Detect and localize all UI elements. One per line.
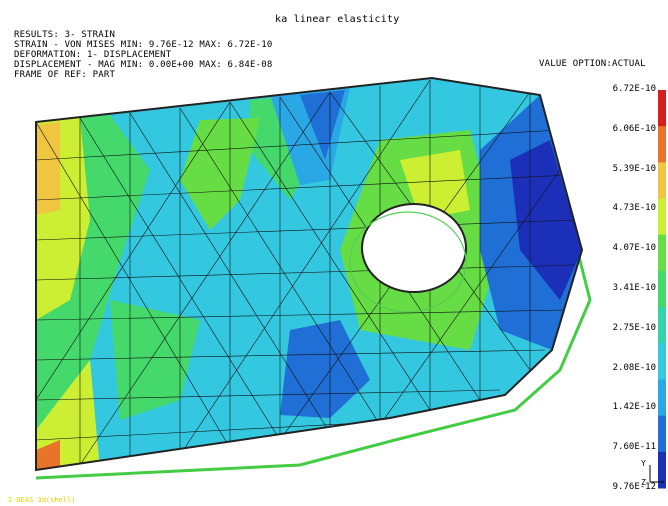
mesh-lines [36,79,576,466]
deformation-line: DEFORMATION: 1- DISPLACEMENT [14,50,172,60]
legend-color-segment [658,379,666,417]
legend-tick-label: 1.42E-10 [612,402,656,413]
footer-status: I-DEAS 3d(shell) [8,496,76,504]
legend-color-segment [658,198,666,236]
results-line: RESULTS: 3- STRAIN [14,30,116,40]
legend-color-segment [658,343,666,380]
legend-color-segment [658,451,666,489]
legend-tick-label: 9.76E-12 [612,482,656,492]
displacement-line: DISPLACEMENT - MAG MIN: 0.00E+00 MAX: 6.… [14,60,273,70]
legend-color-segment [658,162,666,200]
legend-tick-label: 5.39E-10 [612,163,656,174]
frame-of-ref-line: FRAME OF REF: PART [14,70,116,80]
legend-tick-label: 6.72E-10 [612,84,656,94]
hole [361,203,467,293]
part-outline [35,76,584,472]
legend-tick-label: 6.06E-10 [612,123,656,134]
triad-y-label: Y [641,459,646,468]
legend-tick-label: 4.07E-10 [612,243,656,254]
value-option-label: VALUE OPTION:ACTUAL [539,59,646,69]
legend-tick-label: 7.60E-11 [612,442,656,453]
legend-tick-label: 2.75E-10 [612,322,656,333]
legend-color-segment [658,415,666,453]
hole-deformed [349,211,467,313]
legend-tick-label: 4.73E-10 [612,203,656,214]
legend-color-segment [658,234,666,272]
legend-color-segment [658,270,666,308]
plot-title: ka linear elasticity [275,14,400,25]
legend-color-segment [658,307,666,344]
color-legend-bar [658,90,666,489]
coordinate-triad-icon [649,465,664,483]
legend-color-segment [658,126,666,163]
legend-tick-label: 2.08E-10 [612,362,656,373]
legend-color-segment [658,90,666,127]
triad-z-label: Z [641,478,646,487]
legend-tick-label: 3.41E-10 [612,283,656,293]
strain-line: STRAIN - VON MISES MIN: 9.76E-12 MAX: 6.… [14,40,273,50]
